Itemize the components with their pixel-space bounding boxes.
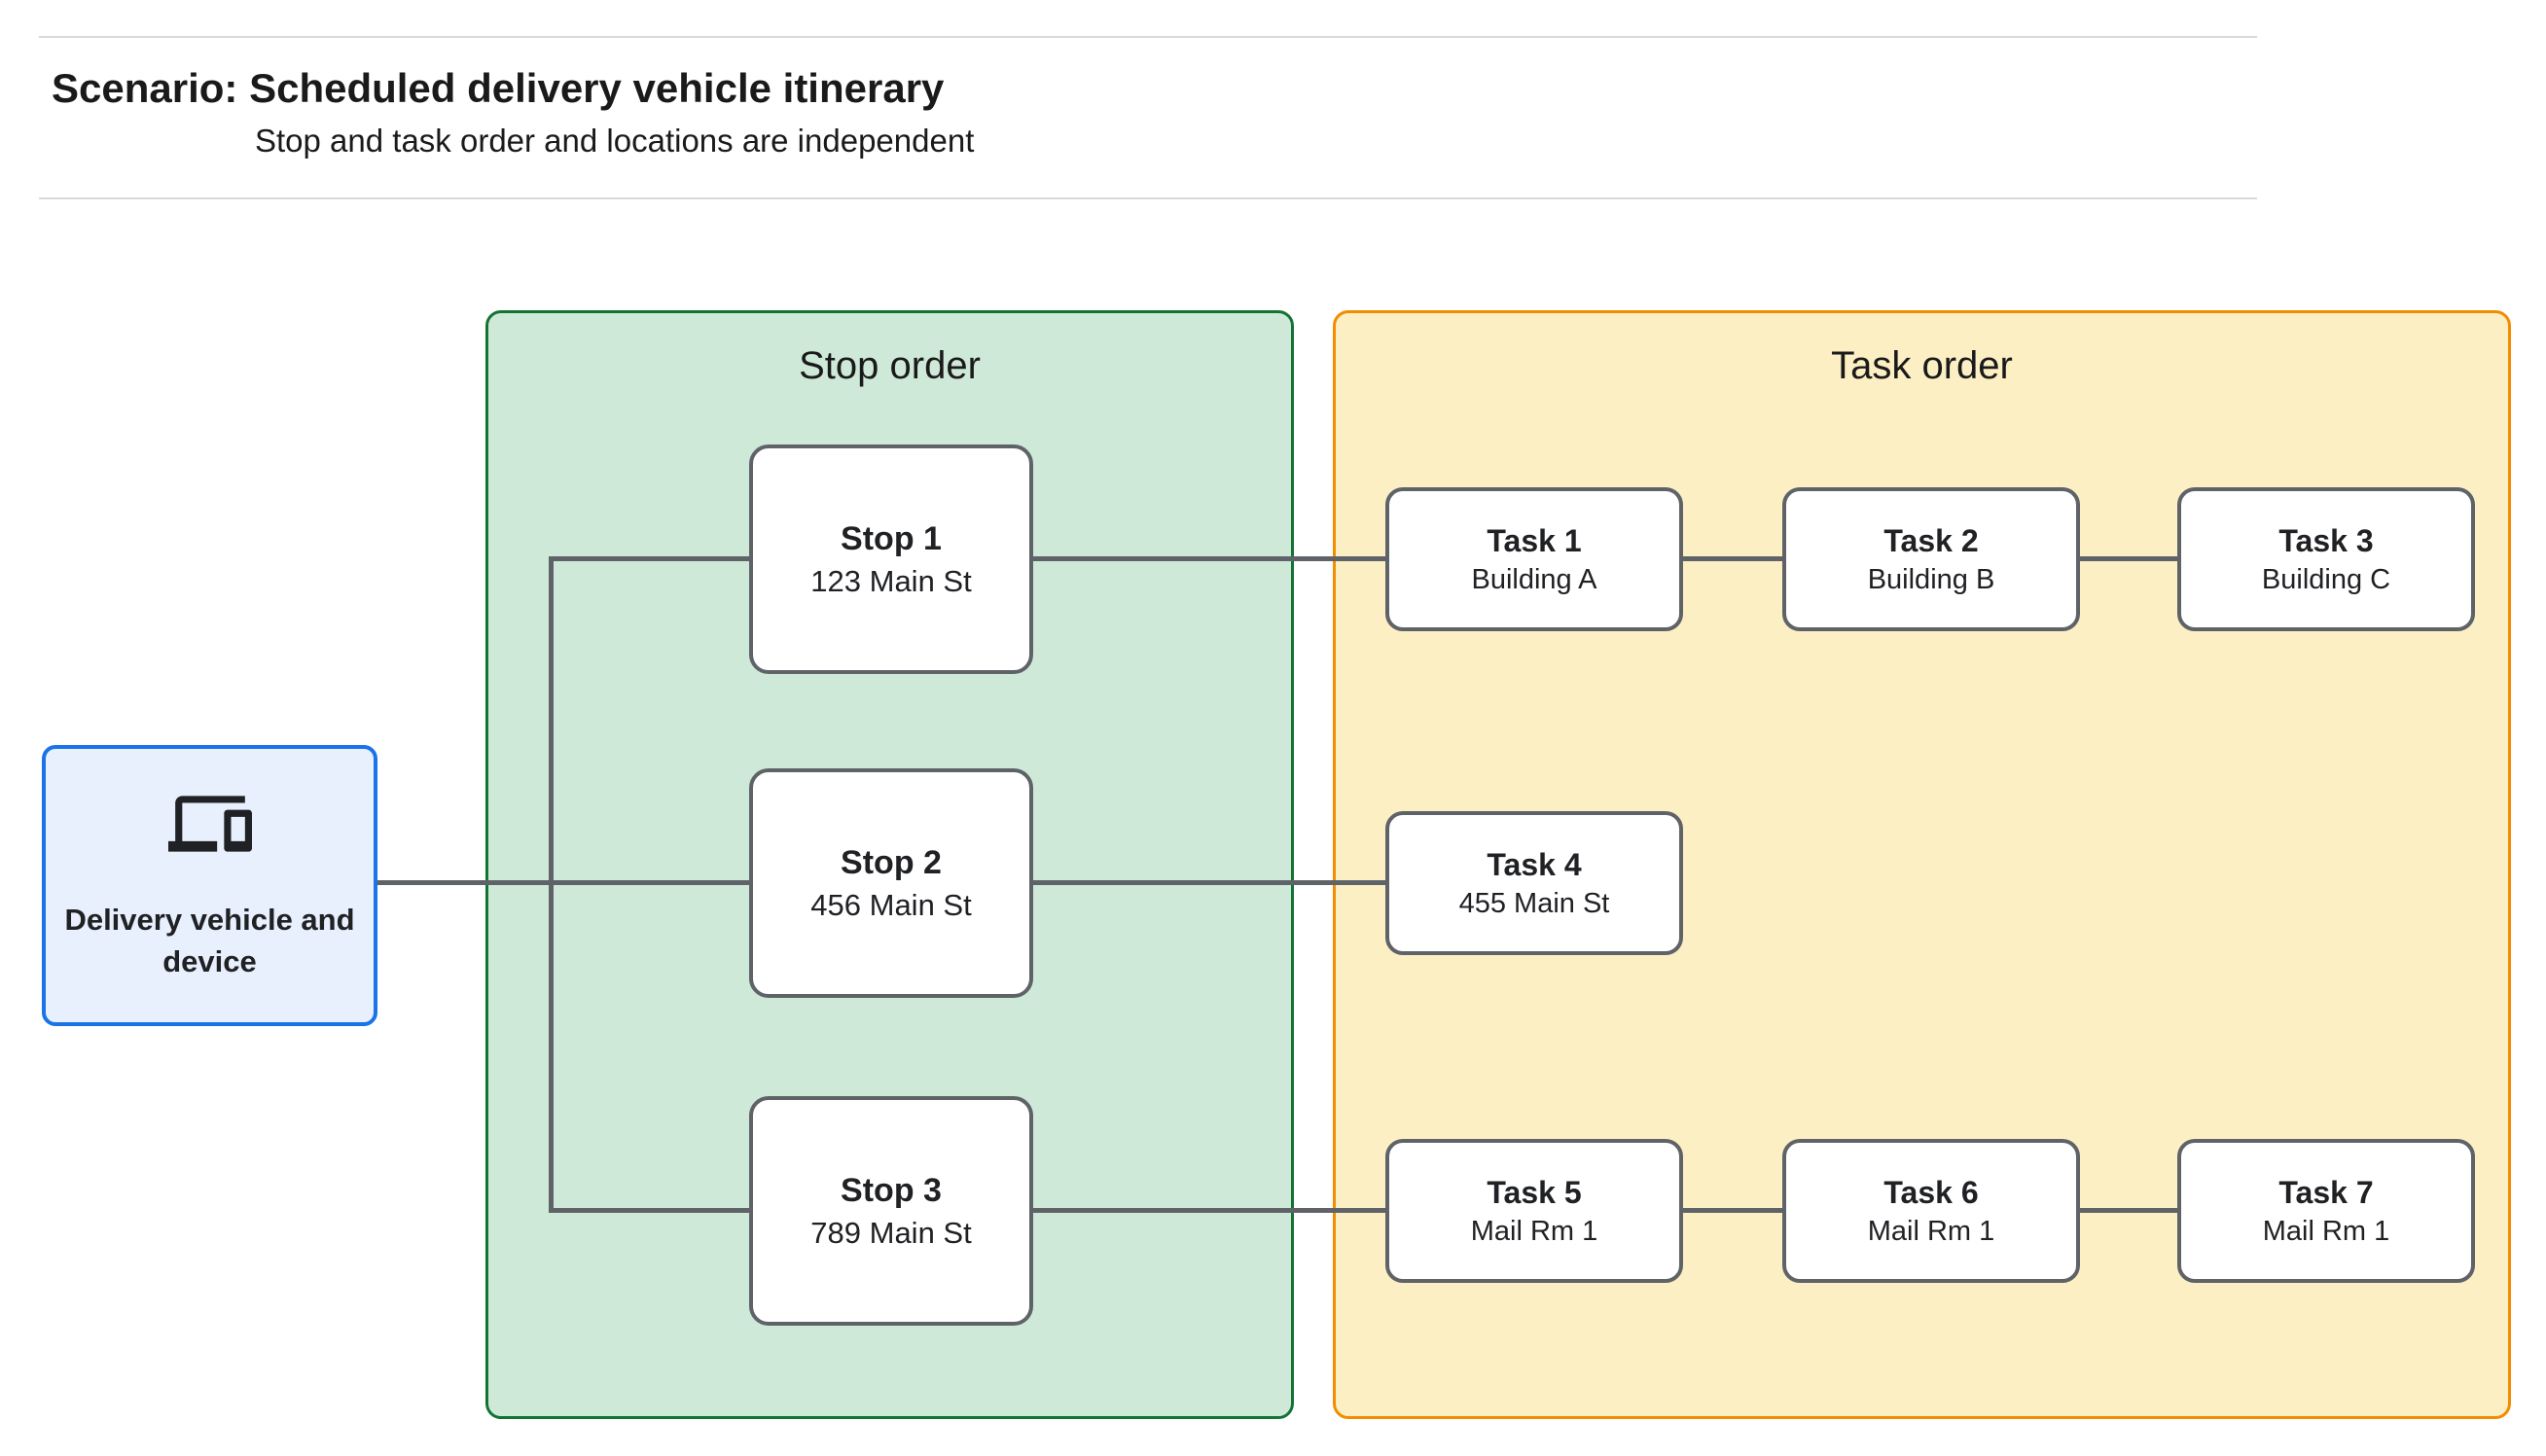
task-5-title: Task 5 xyxy=(1487,1175,1582,1210)
delivery-vehicle-node: Delivery vehicle and device xyxy=(42,745,377,1026)
connector-vehicle-to-stop2 xyxy=(377,880,749,885)
task-5-location: Mail Rm 1 xyxy=(1470,1216,1598,1247)
page-subtitle: Stop and task order and locations are in… xyxy=(255,123,975,159)
page-title: Scenario: Scheduled delivery vehicle iti… xyxy=(52,65,945,111)
task-3-title: Task 3 xyxy=(2278,523,2374,558)
connector-stop1-to-task1 xyxy=(1033,556,1385,561)
stop-1-node: Stop 1 123 Main St xyxy=(749,444,1033,674)
top-divider xyxy=(39,36,2257,38)
task-7-node: Task 7 Mail Rm 1 xyxy=(2177,1139,2475,1283)
task-4-node: Task 4 455 Main St xyxy=(1385,811,1683,955)
task-2-node: Task 2 Building B xyxy=(1782,487,2080,631)
task-3-node: Task 3 Building C xyxy=(2177,487,2475,631)
task-1-title: Task 1 xyxy=(1487,523,1582,558)
stop-3-title: Stop 3 xyxy=(841,1172,942,1209)
task-3-location: Building C xyxy=(2261,564,2391,595)
connector-task2-to-task3 xyxy=(2080,556,2177,561)
task-7-location: Mail Rm 1 xyxy=(2262,1216,2390,1247)
stop-2-node: Stop 2 456 Main St xyxy=(749,768,1033,998)
task-6-node: Task 6 Mail Rm 1 xyxy=(1782,1139,2080,1283)
devices-icon xyxy=(167,796,252,852)
connector-task1-to-task2 xyxy=(1683,556,1782,561)
stop-2-address: 456 Main St xyxy=(810,888,972,922)
connector-stop3-to-task5 xyxy=(1033,1208,1385,1213)
connector-trunk-vertical xyxy=(549,556,554,1213)
task-1-node: Task 1 Building A xyxy=(1385,487,1683,631)
task-6-title: Task 6 xyxy=(1883,1175,1979,1210)
stop-1-title: Stop 1 xyxy=(841,520,942,557)
task-4-location: 455 Main St xyxy=(1458,888,1610,919)
stop-order-title: Stop order xyxy=(799,344,981,387)
stop-3-node: Stop 3 789 Main St xyxy=(749,1096,1033,1326)
delivery-vehicle-label: Delivery vehicle and device xyxy=(64,903,355,978)
task-5-node: Task 5 Mail Rm 1 xyxy=(1385,1139,1683,1283)
connector-task5-to-task6 xyxy=(1683,1208,1782,1213)
task-2-location: Building B xyxy=(1867,564,1995,595)
task-7-title: Task 7 xyxy=(2278,1175,2374,1210)
task-1-location: Building A xyxy=(1471,564,1597,595)
stop-2-title: Stop 2 xyxy=(841,844,942,881)
connector-stop2-to-task4 xyxy=(1033,880,1385,885)
task-order-title: Task order xyxy=(1831,344,2013,387)
connector-task6-to-task7 xyxy=(2080,1208,2177,1213)
task-6-location: Mail Rm 1 xyxy=(1867,1216,1995,1247)
connector-trunk-to-stop3 xyxy=(549,1208,749,1213)
header-divider xyxy=(39,197,2257,199)
task-4-title: Task 4 xyxy=(1487,847,1582,882)
task-2-title: Task 2 xyxy=(1883,523,1979,558)
stop-1-address: 123 Main St xyxy=(810,564,972,598)
connector-trunk-to-stop1 xyxy=(549,556,749,561)
stop-3-address: 789 Main St xyxy=(810,1216,972,1250)
